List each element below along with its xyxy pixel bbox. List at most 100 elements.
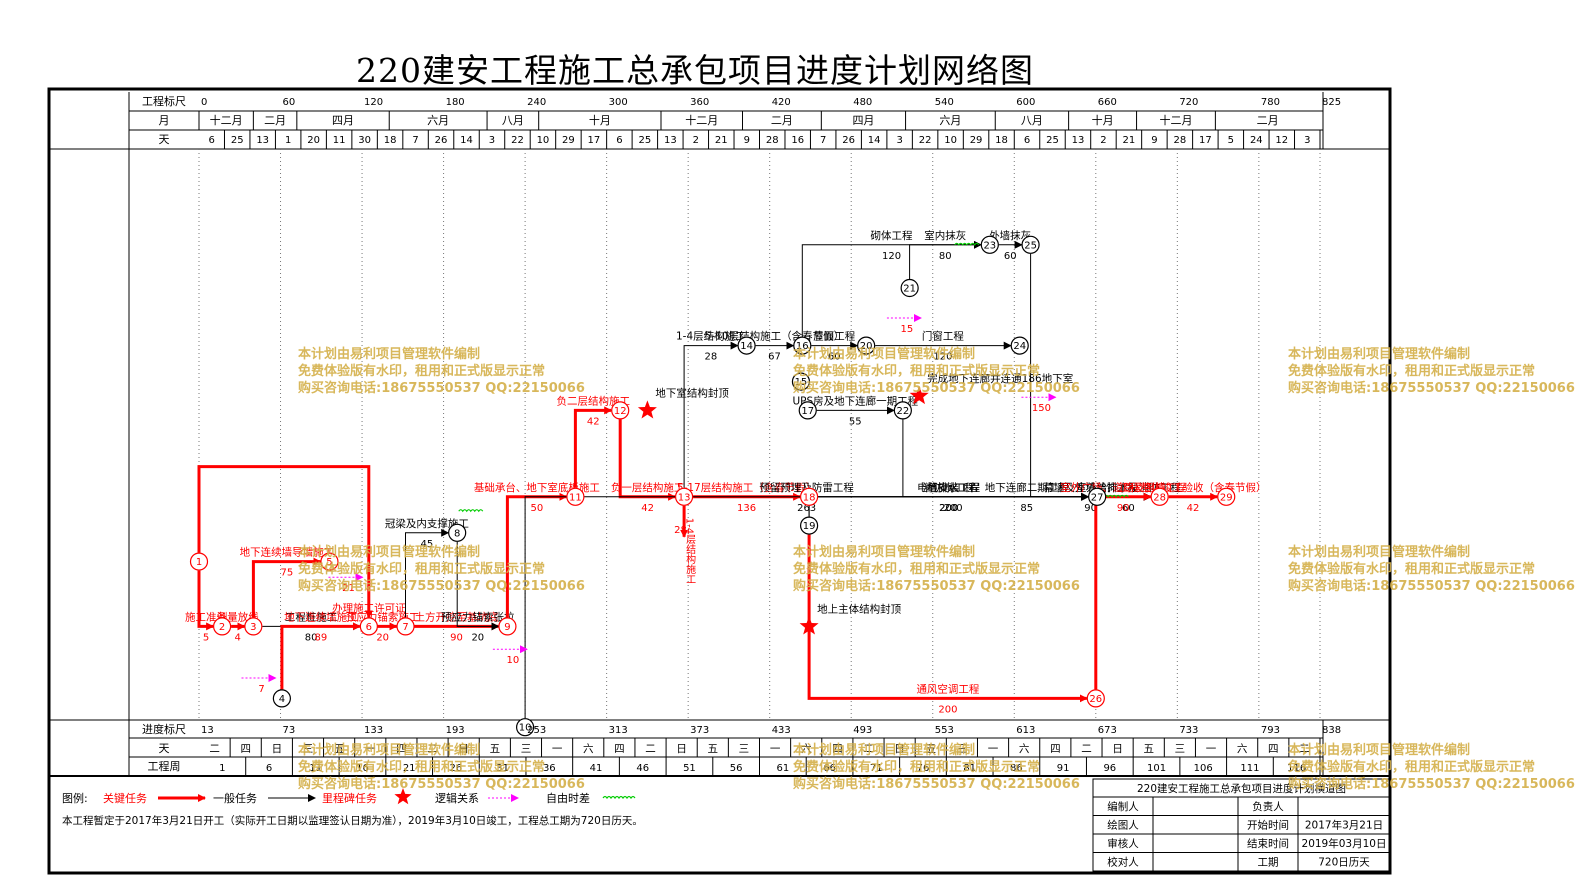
task-duration: 85 <box>1020 503 1033 514</box>
month-label: 十月 <box>589 113 611 127</box>
task-duration: 5 <box>203 632 209 643</box>
task-arrow <box>197 570 215 631</box>
task-duration: 28 <box>704 352 717 363</box>
event-node-label: 3 <box>250 622 256 633</box>
milestone-label: 地上主体结构封顶 <box>817 602 901 615</box>
task-duration: 200 <box>939 503 958 514</box>
legend-milestone-label: 里程碑任务 <box>322 792 377 805</box>
event-node-label: 7 <box>402 622 408 633</box>
event-node-label: 11 <box>569 492 582 503</box>
day-label: 28 <box>766 135 779 146</box>
task-arrow <box>1094 492 1152 690</box>
task-arrow <box>807 534 1088 703</box>
task-duration: 50 <box>531 503 544 514</box>
weekday-label: 三 <box>1175 743 1186 755</box>
scale-tick-label: 720 <box>1179 97 1198 108</box>
event-node <box>674 487 694 506</box>
task-name: 预应力锚索张拉 <box>441 610 515 623</box>
progress-tick-label: 73 <box>283 725 296 736</box>
logic-label: 7 <box>258 684 264 695</box>
weekday-label: 日 <box>894 743 905 755</box>
week-label: 51 <box>683 763 696 774</box>
event-node <box>799 487 819 506</box>
info-label: 开始时间 <box>1247 819 1289 832</box>
event-node-label: 24 <box>1013 341 1026 352</box>
event-node <box>900 278 919 298</box>
event-node-label: 2 <box>219 622 225 633</box>
week-label: 111 <box>1240 763 1259 774</box>
weekday-label: 五 <box>926 743 937 755</box>
watermark-text: 免费体验版有水印，租用和正式版显示正常 <box>298 759 545 775</box>
task-name: 冠梁及内支撑施工 <box>385 517 469 530</box>
week-label: 66 <box>823 763 836 774</box>
weekday-label: 日 <box>1112 743 1123 755</box>
progress-tick-label: 13 <box>201 725 214 736</box>
month-label: 十月 <box>1092 113 1114 127</box>
task-name: 电气安装工程 <box>917 481 980 494</box>
watermark-text: 购买咨询电话:18675550537 QQ:22150066 <box>793 578 1080 594</box>
task-name: 工程整体竣工验收（含春节假） <box>1119 481 1266 494</box>
task-name: 通风空调工程 <box>916 682 979 695</box>
day-label: 10 <box>537 135 550 146</box>
week-label: 71 <box>870 763 883 774</box>
task-name: 地下连续墙导墙施工 <box>240 546 335 559</box>
day-label: 17 <box>1199 135 1212 146</box>
event-node-label: 25 <box>1024 240 1037 251</box>
info-table-border <box>1092 778 1391 872</box>
weekday-label: 二 <box>645 743 656 755</box>
weekday-label: 四 <box>832 743 843 755</box>
scale-tick-label: 300 <box>609 97 628 108</box>
task-duration: 200 <box>944 503 963 514</box>
header-day-label: 天 <box>159 133 170 146</box>
task-duration: 200 <box>938 704 957 715</box>
watermark-text: 本计划由易利项目管理软件编制 <box>1288 544 1470 560</box>
day-label: 25 <box>1046 135 1059 146</box>
weekday-label: 三 <box>303 743 314 755</box>
float-mark <box>458 509 484 513</box>
info-table-title: 220建安工程施工总承包项目进度计划横道图 <box>1137 782 1346 795</box>
scale-tick-label: 240 <box>527 97 546 108</box>
month-label: 四月 <box>332 114 354 127</box>
scale-tick-label: 60 <box>283 97 296 108</box>
event-node <box>516 718 535 737</box>
day-label: 10 <box>944 135 957 146</box>
watermark-text: 本计划由易利项目管理软件编制 <box>1288 346 1470 362</box>
weekday-label: 二 <box>1081 743 1092 755</box>
task-name: 室内抹灰 <box>924 229 966 242</box>
month-label: 六月 <box>427 114 449 127</box>
week-label: 56 <box>730 763 743 774</box>
week-label: 116 <box>1287 763 1306 774</box>
weekday-label: 五 <box>490 743 501 755</box>
month-label: 二月 <box>771 114 793 127</box>
day-label: 3 <box>489 135 495 146</box>
week-label: 41 <box>590 763 603 774</box>
watermark-text: 购买咨询电话:18675550537 QQ:22150066 <box>298 776 585 792</box>
task-duration: 90 <box>450 632 463 643</box>
day-label: 21 <box>715 135 728 146</box>
watermark-text: 本计划由易利项目管理软件编制 <box>793 544 975 560</box>
day-label: 7 <box>820 135 826 146</box>
task-duration: 120 <box>933 352 952 363</box>
scale-tick-label: 360 <box>690 97 709 108</box>
day-label: 13 <box>664 135 677 146</box>
watermark-text: 免费体验版有水印，租用和正式版显示正常 <box>298 561 545 577</box>
event-node-label: 6 <box>366 622 372 633</box>
weekday-label: 六 <box>1237 743 1248 755</box>
progress-tick-label: 193 <box>446 725 465 736</box>
event-node <box>1021 235 1040 254</box>
event-node-label: 13 <box>678 492 691 503</box>
scale-tick-label: 120 <box>364 97 383 108</box>
task-duration: 42 <box>1187 503 1200 514</box>
weekday-label: 六 <box>801 743 812 755</box>
watermark-text: 购买咨询电话:18675550537 QQ:22150066 <box>298 380 585 396</box>
task-arrow <box>197 465 373 619</box>
watermark-text: 购买咨询电话:18675550537 QQ:22150066 <box>1288 578 1575 594</box>
event-node-label: 1 <box>196 557 202 568</box>
week-label: 1 <box>219 763 225 774</box>
weekday-label: 三 <box>521 743 532 755</box>
frame <box>47 87 1392 875</box>
day-label: 6 <box>1024 135 1030 146</box>
task-duration: 263 <box>797 503 816 514</box>
